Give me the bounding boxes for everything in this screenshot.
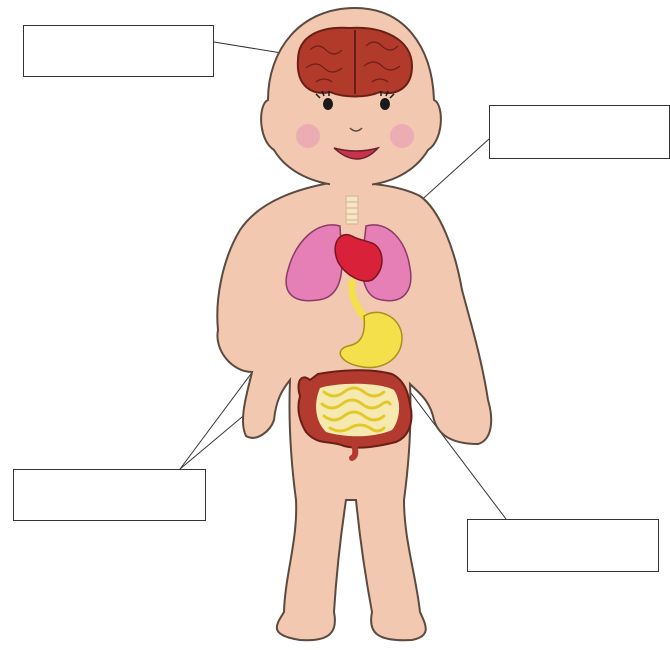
right-cheek — [390, 124, 414, 148]
left-cheek — [296, 124, 320, 148]
left-eye — [323, 98, 333, 110]
label-box-digestive[interactable] — [467, 519, 659, 572]
label-box-brain[interactable] — [23, 25, 214, 77]
trachea — [346, 196, 358, 224]
label-box-lungs[interactable] — [13, 469, 206, 521]
child-figure — [217, 8, 491, 640]
rectum — [352, 444, 355, 458]
right-eye — [380, 98, 390, 110]
label-box-heart[interactable] — [489, 105, 670, 159]
small-intestine-area — [316, 384, 399, 437]
